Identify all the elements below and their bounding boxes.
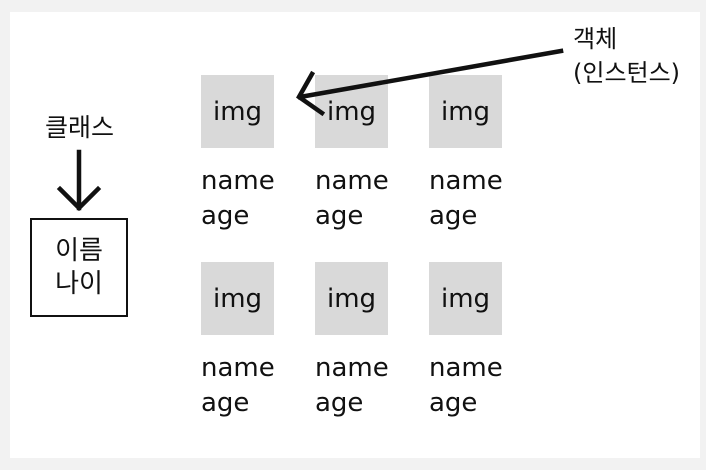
object-age-field: age (315, 201, 364, 231)
class-field-name: 이름 (55, 236, 103, 266)
object-name-field: name (429, 166, 503, 196)
object-age-field: age (429, 201, 478, 231)
object-image-placeholder: img (201, 262, 274, 335)
object-label: 객체 (인스턴스) (573, 22, 680, 90)
object-image-placeholder: img (429, 75, 502, 148)
class-field-age: 나이 (55, 268, 103, 299)
object-age-field: age (201, 201, 250, 231)
object-age-field: age (429, 388, 478, 418)
object-name-field: name (429, 353, 503, 383)
arrow-down-icon (56, 149, 102, 212)
object-card: img name age (429, 262, 519, 421)
object-name-field: name (315, 166, 389, 196)
object-age-field: age (201, 388, 250, 418)
object-name-field: name (315, 353, 389, 383)
object-name-field: name (201, 166, 275, 196)
object-image-placeholder: img (429, 262, 502, 335)
class-label: 클래스 (45, 113, 115, 142)
object-image-placeholder: img (201, 75, 274, 148)
arrow-left-icon (296, 48, 564, 117)
object-card: img name age (201, 75, 291, 234)
object-label-line1: 객체 (573, 25, 618, 53)
object-name-field: name (201, 353, 275, 383)
object-label-line2: (인스턴스) (573, 59, 681, 87)
object-age-field: age (315, 388, 364, 418)
class-box: 이름 나이 (30, 218, 128, 317)
object-card: img name age (315, 262, 405, 421)
object-image-placeholder: img (315, 262, 388, 335)
object-card: img name age (201, 262, 291, 421)
object-card: img name age (429, 75, 519, 234)
